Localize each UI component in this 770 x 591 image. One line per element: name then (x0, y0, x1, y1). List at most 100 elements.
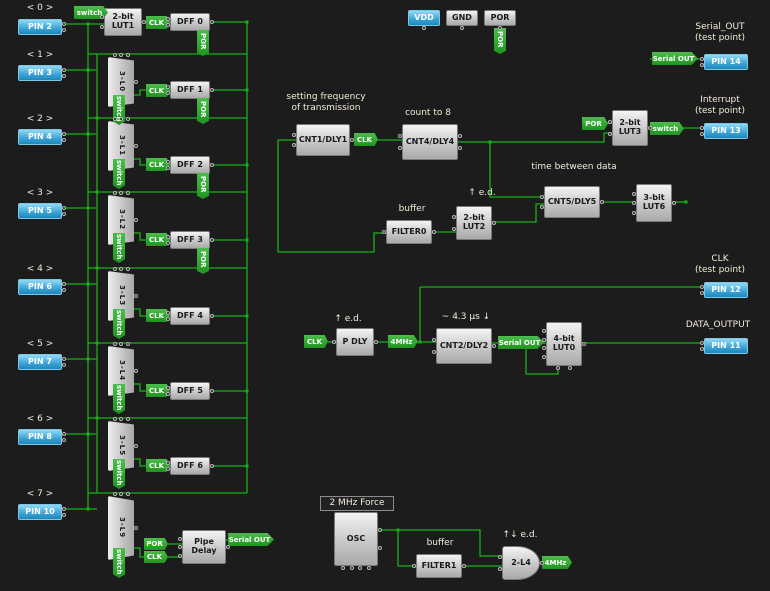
lut0-port[interactable] (556, 366, 560, 370)
dff2-port[interactable] (210, 163, 214, 167)
net-tag-clk[interactable]: CLK (146, 158, 170, 171)
pin-2[interactable]: PIN 2 (18, 19, 62, 35)
pipe-delay-port[interactable] (178, 545, 182, 549)
dff3[interactable]: DFF 3 (170, 231, 210, 249)
net-tag-4mhz[interactable]: 4MHz (388, 335, 418, 348)
pin-8[interactable]: PIN 8 (18, 429, 62, 445)
dff1-port[interactable] (166, 85, 170, 89)
lut0-port[interactable] (582, 342, 586, 346)
dff2-port[interactable] (166, 166, 170, 170)
dff6-port[interactable] (210, 464, 214, 468)
filter1-port[interactable] (412, 564, 416, 568)
pin-3[interactable]: PIN 3 (18, 65, 62, 81)
pin-14-port[interactable] (700, 57, 704, 62)
lut0-port[interactable] (568, 366, 572, 370)
pin-4-port[interactable] (62, 137, 66, 142)
cnt1-dly1-port[interactable] (292, 143, 296, 148)
pipe-delay-port[interactable] (226, 545, 230, 549)
mux-3l0-port[interactable] (119, 53, 123, 57)
mux-3l4-port[interactable] (125, 342, 130, 346)
mux-3l5-port[interactable] (125, 417, 130, 421)
dff4[interactable]: DFF 4 (170, 307, 210, 325)
pin-10-port[interactable] (62, 507, 66, 512)
pipe-delay-port[interactable] (178, 536, 182, 541)
mux-3l1-port[interactable] (119, 117, 123, 121)
cnt2-dly2-port[interactable] (432, 350, 436, 354)
dff5-port[interactable] (210, 389, 214, 393)
mux-3l0-port[interactable] (112, 53, 117, 57)
net-tag-4mhz[interactable]: 4MHz (542, 556, 572, 569)
mux-3l4-port[interactable] (134, 369, 138, 373)
dff5-port[interactable] (166, 392, 170, 396)
p-dly-port[interactable] (374, 340, 378, 344)
wire[interactable] (458, 132, 612, 143)
pin-13-port[interactable] (700, 131, 704, 136)
por-block[interactable]: POR (484, 10, 516, 26)
mux-3l4-port[interactable] (119, 342, 123, 346)
vdd[interactable]: VDD (408, 10, 440, 26)
gnd-port[interactable] (460, 26, 464, 30)
mux-3l2-port[interactable] (125, 191, 130, 195)
net-tag-clk[interactable]: CLK (144, 551, 168, 563)
net-tag-clk[interactable]: CLK (304, 335, 328, 348)
dff3-port[interactable] (166, 235, 170, 239)
pin-10-port[interactable] (62, 512, 66, 517)
dff1[interactable]: DFF 1 (170, 81, 210, 99)
pin-13[interactable]: PIN 13 (704, 123, 748, 139)
cnt4-dly4[interactable]: CNT4/DLY4 (402, 124, 458, 160)
osc-port[interactable] (349, 566, 354, 570)
pin-6[interactable]: PIN 6 (18, 279, 62, 295)
net-tag-switch[interactable]: switch (113, 159, 125, 189)
net-tag-switch[interactable]: switch (113, 548, 125, 578)
pin-12[interactable]: PIN 12 (704, 282, 748, 298)
dff6-port[interactable] (166, 467, 170, 471)
lut0-port[interactable] (542, 337, 546, 342)
pin-6-port[interactable] (62, 287, 66, 292)
pin-8-port[interactable] (62, 432, 66, 437)
mux-3l2-port[interactable] (112, 191, 117, 195)
net-tag-switch[interactable]: switch (113, 459, 125, 489)
pin-12-port[interactable] (700, 290, 704, 295)
mux-3l5-port[interactable] (134, 444, 138, 448)
lut3-port[interactable] (608, 120, 612, 124)
cnt4-dly4-port[interactable] (398, 134, 402, 138)
wire[interactable] (277, 139, 386, 253)
por-block-port[interactable] (498, 26, 502, 30)
mux-3l0-port[interactable] (134, 80, 138, 84)
mux-3l4-port[interactable] (112, 342, 117, 346)
p-dly-port[interactable] (332, 340, 336, 344)
lut6-port[interactable] (672, 201, 676, 205)
wire[interactable] (489, 142, 544, 198)
dff2[interactable]: DFF 2 (170, 156, 210, 174)
pin-8-port[interactable] (62, 437, 66, 442)
lut0-port[interactable] (542, 328, 546, 333)
vdd-port[interactable] (422, 26, 426, 30)
lut3-port[interactable] (648, 126, 652, 130)
lut1-port[interactable] (100, 15, 104, 20)
lut1-port[interactable] (142, 20, 146, 24)
lut0[interactable]: 4-bit LUT0 (546, 322, 582, 366)
pin-2-port[interactable] (62, 27, 66, 32)
dff3-port[interactable] (210, 238, 214, 242)
cnt1-dly1[interactable]: CNT1/DLY1 (296, 124, 350, 156)
mux-3l9-port[interactable] (125, 492, 130, 496)
pin-4[interactable]: PIN 4 (18, 129, 62, 145)
lut0-port[interactable] (542, 346, 546, 351)
osc-port[interactable] (340, 566, 345, 570)
dff4-port[interactable] (166, 311, 170, 315)
net-tag-por[interactable]: POR (197, 98, 209, 124)
pin-5[interactable]: PIN 5 (18, 203, 62, 219)
net-tag-switch[interactable]: switch (113, 233, 125, 263)
pin-5-port[interactable] (62, 206, 66, 211)
cnt5-dly5[interactable]: CNT5/DLY5 (544, 186, 600, 218)
lut6-port[interactable] (632, 191, 636, 196)
net-tag-por[interactable]: POR (197, 173, 209, 199)
lut1-port[interactable] (100, 24, 104, 29)
net-tag-clk[interactable]: CLK (146, 384, 170, 397)
cnt4-dly4-port[interactable] (458, 146, 462, 150)
pin-12-port[interactable] (700, 285, 704, 290)
net-tag-serial-out[interactable]: Serial OUT (498, 336, 544, 349)
mux-3l5-port[interactable] (119, 417, 123, 421)
pin-11-port[interactable] (700, 346, 704, 351)
cnt1-dly1-port[interactable] (292, 132, 296, 137)
